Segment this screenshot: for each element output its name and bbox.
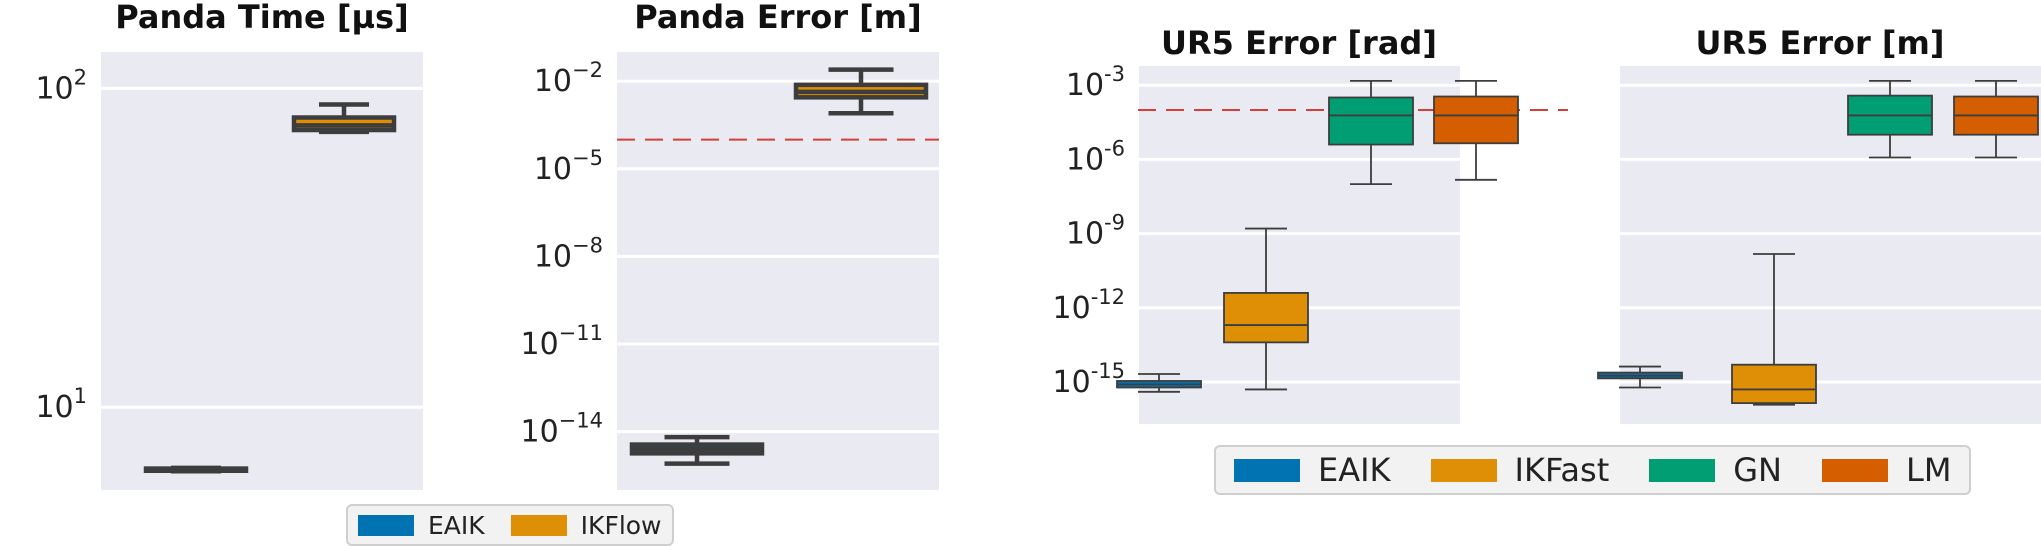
panel-title: Panda Error [m] [634, 0, 922, 36]
y-tick-label: 102 [35, 65, 87, 106]
boxplots [1116, 79, 1519, 393]
y-tick-label: 10−5 [534, 146, 603, 187]
box-gn [1847, 79, 1933, 159]
y-tick-label: 10-9 [1066, 211, 1125, 252]
y-tick-label: 10-12 [1053, 285, 1126, 326]
y-tick-label: 10−11 [520, 321, 603, 362]
legend-label: EAIK [428, 510, 485, 540]
y-tick-label: 10-6 [1066, 136, 1125, 177]
y-tick-label: 10-3 [1066, 62, 1125, 103]
y-tick-label: 10-15 [1053, 359, 1126, 400]
y-tick-label: 10−2 [534, 58, 603, 99]
legend-label: IKFlow [580, 510, 662, 540]
legend-swatch [1649, 458, 1716, 482]
legend-item-gn: GN [1649, 451, 1782, 489]
legend-item-eaik: EAIK [358, 511, 485, 540]
box-lm [1953, 79, 2039, 159]
plot-area [617, 52, 939, 490]
box-lm [1433, 79, 1519, 181]
y-tick-labels: 10-3 10-6 10-9 10-12 10-15 [1053, 62, 1126, 400]
panel-ur5-error-rad: 10-3 10-6 10-9 10-12 10-15 UR5 Error [rad] [1053, 24, 1568, 424]
boxplots [629, 67, 929, 466]
legend-label: GN [1733, 451, 1782, 489]
legend-panda: EAIK IKFlow [346, 504, 674, 546]
legend-swatch [358, 514, 414, 536]
legend-item-eaik: EAIK [1234, 451, 1391, 489]
gridlines [617, 79, 939, 434]
legend-label: LM [1905, 451, 1952, 489]
y-tick-labels: 10−2 10−5 10−8 10−11 10−14 [520, 58, 603, 449]
panel-ur5-error-m: UR5 Error [m] [1597, 24, 2041, 424]
gridlines [101, 86, 423, 409]
legend-item-ikfast: IKFast [1430, 451, 1610, 489]
legend-swatch [510, 514, 567, 536]
box-eaik [1597, 365, 1683, 389]
legend-swatch [1430, 458, 1497, 482]
y-tick-label: 101 [35, 384, 87, 425]
panel-panda-error: 10−2 10−5 10−8 10−11 10−14 Panda Error [m] [520, 0, 939, 490]
box-ikflow [291, 102, 397, 135]
legend-label: EAIK [1318, 451, 1391, 489]
legend-swatch [1821, 458, 1888, 482]
panel-title: UR5 Error [m] [1696, 24, 1945, 62]
legend-label: IKFast [1514, 451, 1610, 489]
panel-title: Panda Time [µs] [115, 0, 408, 36]
legend-swatch [1234, 458, 1300, 482]
box-ikfast [1223, 227, 1309, 391]
boxplots [143, 102, 397, 474]
legend-item-ikflow: IKFlow [510, 510, 662, 540]
y-tick-labels: 101 102 [35, 65, 87, 425]
boxplots [1597, 79, 2039, 406]
panel-title: UR5 Error [rad] [1161, 24, 1437, 62]
gridlines [1620, 83, 2041, 384]
legend-item-lm: LM [1821, 451, 1952, 489]
box-ikfast [1731, 253, 1817, 406]
y-tick-label: 10−14 [520, 409, 603, 450]
box-eaik [143, 465, 249, 474]
box-eaik [1116, 373, 1202, 393]
box-eaik [629, 434, 765, 466]
panel-panda-time: 101 102 Panda Time [µs] [35, 0, 423, 490]
box-gn [1328, 79, 1414, 186]
legend-ur5: EAIK IKFast GN LM [1214, 445, 1972, 495]
box-ikflow [793, 67, 929, 116]
y-tick-label: 10−8 [534, 233, 603, 274]
